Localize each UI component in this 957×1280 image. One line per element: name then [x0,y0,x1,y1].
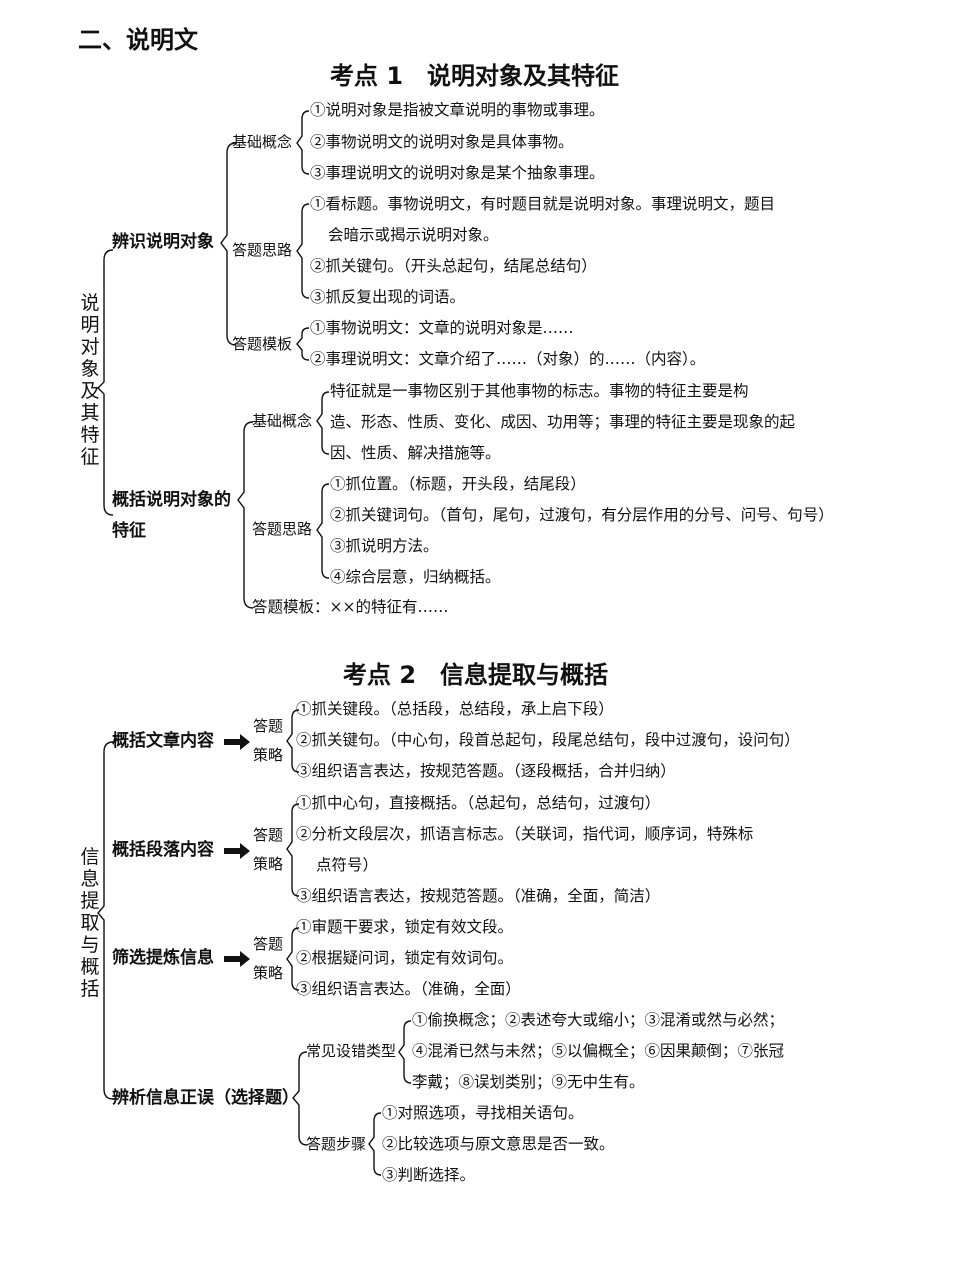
kaodian2-title: 考点 2 信息提取与概括 [343,661,609,689]
k1-features-basic-line: 因、性质、解决措施等。 [330,444,501,462]
k2-paragraph-item: ②分析文段层次，抓语言标志。（关联词，指代词，顺序词，特殊标 [296,825,754,843]
k1-features-basic-bracket [316,391,330,455]
k1-template-item: ①事物说明文：文章的说明对象是…… [310,319,574,337]
k2-steps-item: ③判断选择。 [382,1166,476,1184]
k2-paragraph-item: ①抓中心句，直接概括。（总起句，总结句，过渡句） [296,794,661,812]
k2-paragraph-label: 概括段落内容 [112,840,214,860]
k2-filter-strategy-label: 答题策略 [253,935,284,982]
k2-paragraph-item: ③组织语言表达，按规范答题。（准确，全面，简洁） [296,887,661,905]
k1-features-label: 概括说明对象的 [112,490,231,510]
k2-paragraph-item: 点符号） [316,856,379,874]
k1-features-approach-label: 答题思路 [252,520,313,538]
k2-article-item: ②抓关键句。（中心句，段首总起句，段尾总结句，段中过渡句，设问句） [296,731,800,749]
k2-steps-label: 答题步骤 [306,1135,367,1153]
k2-filter-bracket [286,927,300,991]
k1-features-template: 答题模板：××的特征有…… [252,598,449,616]
k1-approach-item: ③抓反复出现的词语。 [310,288,466,306]
k1-root-bracket [97,249,114,516]
k1-template-bracket [296,327,310,361]
k1-basic-item: ②事物说明文的说明对象是具体事物。 [310,133,574,151]
k1-features-bracket [237,421,254,609]
k2-article-bracket [286,709,300,773]
k2-steps-item: ②比较选项与原文意思是否一致。 [382,1135,615,1153]
k2-root-bracket [97,741,114,1100]
k1-template-item: ②事理说明文：文章介绍了……（对象）的……（内容）。 [310,350,706,368]
k2-errors-bracket [398,1020,412,1084]
k1-features-approach-item: ①抓位置。（标题，开头段，结尾段） [330,475,586,493]
k2-article-arrow [224,734,250,750]
k2-steps-bracket [368,1112,382,1176]
k2-filter-item: ③组织语言表达。（准确，全面） [296,980,521,998]
k1-template-label: 答题模板 [232,335,293,353]
k2-steps-item: ①对照选项，寻找相关语句。 [382,1104,584,1122]
k2-filter-item: ①审题干要求，锁定有效文段。 [296,918,514,936]
section-title: 二、说明文 [78,26,198,54]
k2-article-strategy-label: 答题策略 [253,717,284,764]
kaodian1-title: 考点 1 说明对象及其特征 [330,62,620,90]
k1-features-basic-line: 特征就是一事物区别于其他事物的标志。事物的特征主要是构 [330,382,749,400]
k1-features-basic-line: 造、形态、性质、变化、成因、功用等；事理的特征主要是现象的起 [330,413,796,431]
k1-features-label-cont: 特征 [112,521,146,541]
k1-approach-item: ①看标题。事物说明文，有时题目就是说明对象。事理说明文，题目 [310,195,776,213]
k1-basic-bracket [296,110,310,175]
k1-features-approach-item: ④综合层意，归纳概括。 [330,568,501,586]
k2-judge-label: 辨析信息正误（选择题） [112,1088,299,1108]
k2-root-label: 信息提取与概括 [80,846,100,1000]
k2-filter-item: ②根据疑问词，锁定有效词句。 [296,949,514,967]
k1-identify-bracket [220,142,237,346]
k2-errors-line: 李戴；⑧误划类别；⑨无中生有。 [412,1073,645,1091]
k1-approach-label: 答题思路 [232,241,293,259]
k1-identify-label: 辨识说明对象 [112,232,214,252]
k2-article-label: 概括文章内容 [112,731,214,751]
k1-features-approach-item: ②抓关键词句。（首句，尾句，过渡句，有分层作用的分号、问号、句号） [330,506,834,524]
k1-basic-item: ③事理说明文的说明对象是某个抽象事理。 [310,164,605,182]
k2-article-item: ③组织语言表达，按规范答题。（逐段概括，合并归纳） [296,762,676,780]
k2-judge-bracket [292,1051,308,1146]
k2-errors-line: ④混淆已然与未然；⑤以偏概全；⑥因果颠倒；⑦张冠 [412,1042,785,1060]
k2-errors-label: 常见设错类型 [306,1042,397,1060]
k1-root-label: 说明对象及其特征 [80,292,100,468]
k2-paragraph-bracket [286,803,300,897]
k1-features-approach-item: ③抓说明方法。 [330,537,439,555]
k1-features-basic-label: 基础概念 [252,412,313,430]
k2-paragraph-strategy-label: 答题策略 [253,826,284,873]
k1-approach-item: ②抓关键句。（开头总起句，结尾总结句） [310,257,597,275]
k1-approach-bracket [296,203,310,299]
k1-basic-item: ①说明对象是指被文章说明的事物或事理。 [310,101,605,119]
k1-features-approach-bracket [316,483,330,579]
k1-approach-item: 会暗示或揭示说明对象。 [328,226,499,244]
k2-filter-arrow [224,951,250,967]
k2-errors-line: ①偷换概念；②表述夸大或缩小；③混淆或然与必然； [412,1011,785,1029]
k1-basic-label: 基础概念 [232,133,293,151]
k2-paragraph-arrow [224,843,250,859]
k2-filter-label: 筛选提炼信息 [112,948,214,968]
k2-article-item: ①抓关键段。（总括段，总结段，承上启下段） [296,700,614,718]
